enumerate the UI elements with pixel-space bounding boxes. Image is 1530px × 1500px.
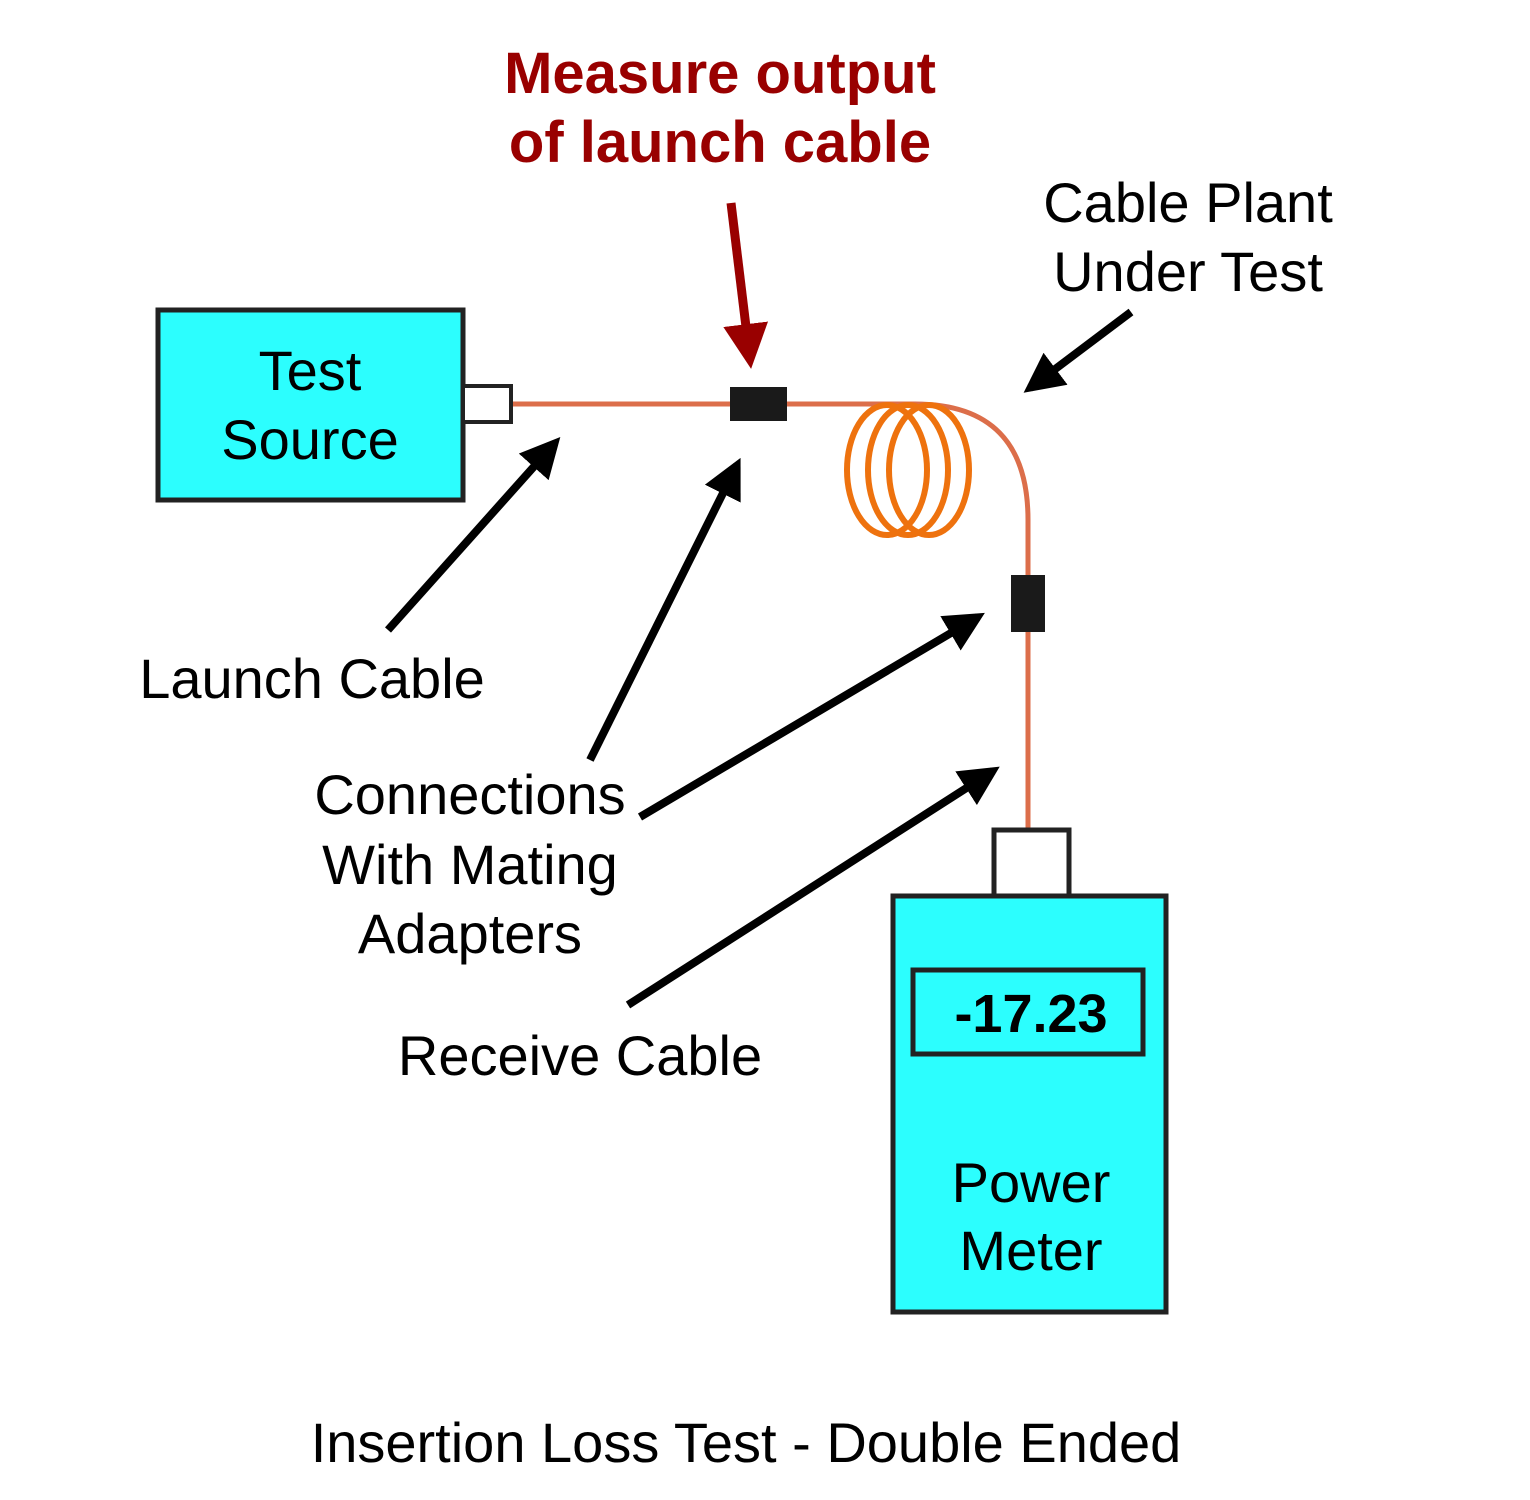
connections-arrow-top — [586, 457, 741, 762]
cable-plant-arrow — [1023, 308, 1134, 393]
power-meter-label-line1: Power — [952, 1151, 1111, 1214]
test-source: Test Source — [155, 307, 513, 503]
power-meter-label-line2: Meter — [959, 1219, 1102, 1282]
measure-arrow — [723, 202, 769, 369]
measure-label-line2: of launch cable — [509, 110, 931, 175]
connector-plant-receive — [1011, 575, 1045, 632]
test-source-port — [461, 384, 513, 424]
connections-label-line3: Adapters — [358, 902, 582, 965]
power-meter-body — [890, 893, 1169, 1315]
launch-cable-arrow — [385, 437, 561, 633]
cable-coil — [844, 402, 972, 538]
connector-launch-plant — [730, 387, 787, 421]
measure-label-line1: Measure output — [504, 41, 936, 106]
diagram-caption: Insertion Loss Test - Double Ended — [311, 1411, 1182, 1474]
test-source-label-line1: Test — [259, 339, 362, 402]
connections-arrow-side — [637, 612, 985, 821]
power-meter-display — [910, 967, 1146, 1057]
cable-plant — [786, 401, 1031, 578]
test-source-box — [155, 307, 466, 503]
receive-cable-arrow — [625, 766, 1000, 1009]
test-source-label-line2: Source — [221, 408, 398, 471]
connections-label-line1: Connections — [314, 763, 625, 826]
connections-label-line2: With Mating — [322, 833, 618, 896]
power-meter: -17.23 Power Meter — [890, 827, 1169, 1315]
cable-plant-label-line1: Cable Plant — [1043, 171, 1333, 234]
power-meter-port — [991, 827, 1072, 899]
power-meter-reading: -17.23 — [954, 984, 1107, 1044]
cable-plant-label-line2: Under Test — [1053, 240, 1323, 303]
launch-cable-label: Launch Cable — [139, 647, 485, 710]
receive-cable-label: Receive Cable — [398, 1024, 762, 1087]
